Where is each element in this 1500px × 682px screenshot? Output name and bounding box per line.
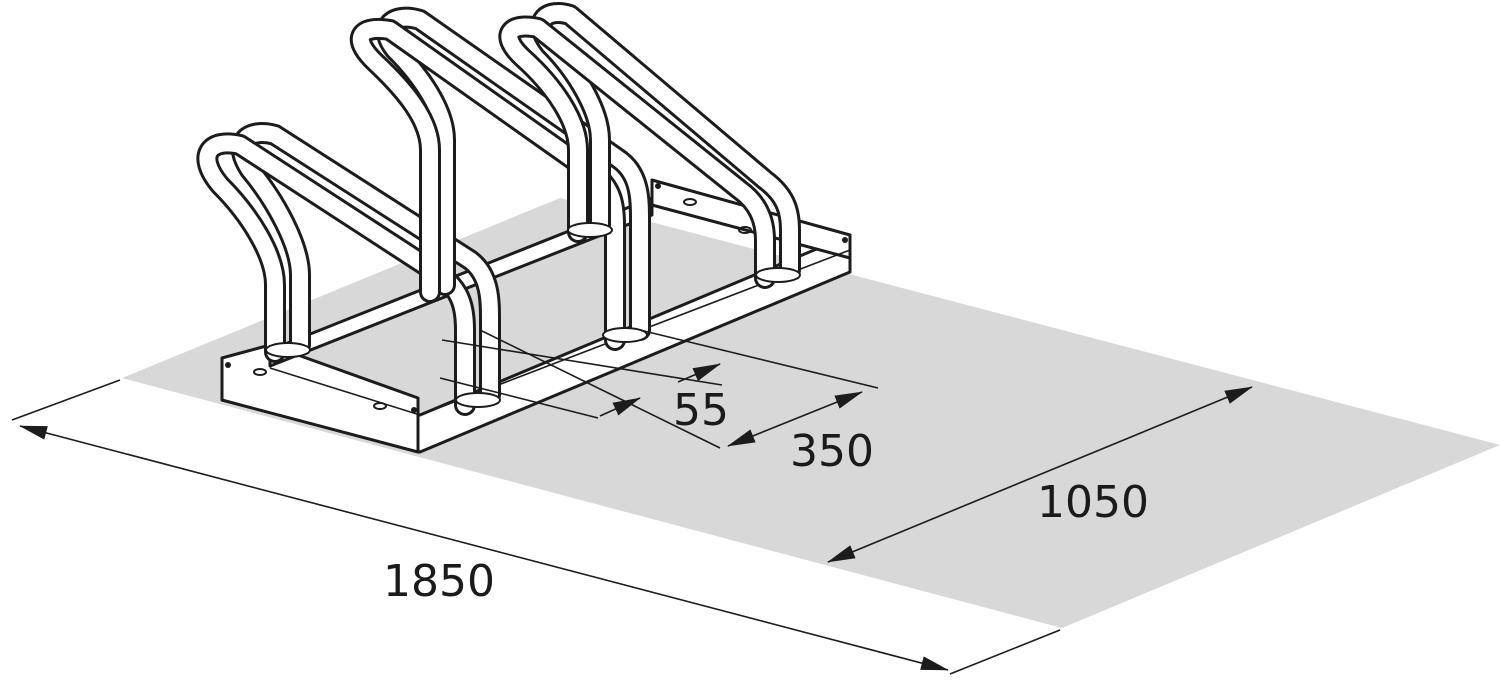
dimension-width bbox=[827, 386, 1253, 563]
hoop-right bbox=[498, 2, 801, 289]
dimension-tube-gap bbox=[439, 339, 723, 419]
dimension-length bbox=[11, 379, 1061, 675]
label-tube-gap: 55 bbox=[673, 385, 729, 436]
label-length: 1850 bbox=[383, 556, 495, 607]
label-spacing: 350 bbox=[790, 426, 874, 477]
label-width: 1050 bbox=[1037, 477, 1149, 528]
hoop-left bbox=[196, 122, 501, 416]
dimension-spacing bbox=[479, 329, 879, 449]
